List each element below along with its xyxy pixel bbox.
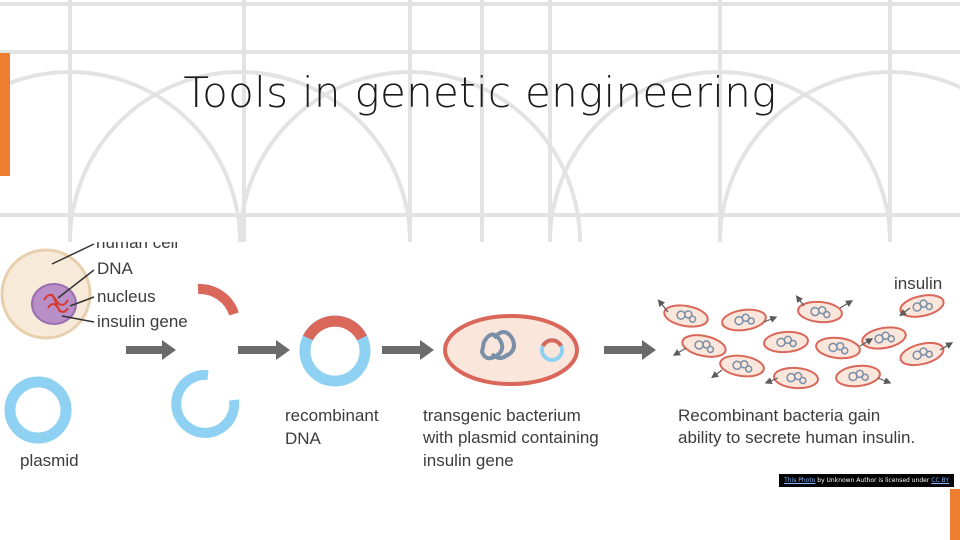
chromosome-shape — [43, 293, 69, 313]
photo-link[interactable]: This Photo — [784, 477, 816, 484]
credit-text: by Unknown Author is licensed under — [815, 477, 932, 484]
transgenic-label-2: with plasmid containing — [422, 428, 599, 447]
bottom-right-accent-bar — [950, 489, 960, 540]
insulin-gene-label: insulin gene — [97, 312, 188, 331]
nucleus-label: nucleus — [97, 287, 156, 306]
plasmid-ring — [4, 376, 72, 444]
insulin-label: insulin — [894, 274, 942, 293]
gene-fragment — [197, 283, 239, 316]
process-arrows — [126, 340, 656, 360]
transgenic-label-3: insulin gene — [423, 451, 514, 470]
result-label-1: Recombinant bacteria gain — [678, 406, 880, 425]
human-cell-label: human cell — [96, 242, 178, 252]
transgenic-label-1: transgenic bacterium — [423, 406, 581, 425]
transgenic-bacterium — [443, 314, 579, 386]
secreting-bacteria — [661, 290, 947, 391]
recombinant-label-1: recombinant — [285, 406, 379, 425]
photo-credit: This Photo by Unknown Author is licensed… — [779, 474, 954, 487]
result-label-2: ability to secrete human insulin. — [678, 428, 915, 447]
cell-pointer-lines — [51, 243, 95, 323]
slide-title: Tools in genetic engineering — [183, 68, 777, 117]
left-accent-bar — [0, 53, 10, 176]
license-link[interactable]: CC BY — [931, 477, 949, 484]
open-plasmid — [171, 369, 240, 438]
plasmid-label: plasmid — [20, 451, 79, 470]
genetic-engineering-diagram: human cell DNA nucleus insulin gene plas… — [0, 242, 960, 484]
insulin-arrows — [657, 295, 954, 385]
dna-label: DNA — [97, 259, 134, 278]
human-cell — [0, 248, 92, 340]
recombinant-insert — [303, 315, 367, 341]
recombinant-label-2: DNA — [285, 429, 322, 448]
